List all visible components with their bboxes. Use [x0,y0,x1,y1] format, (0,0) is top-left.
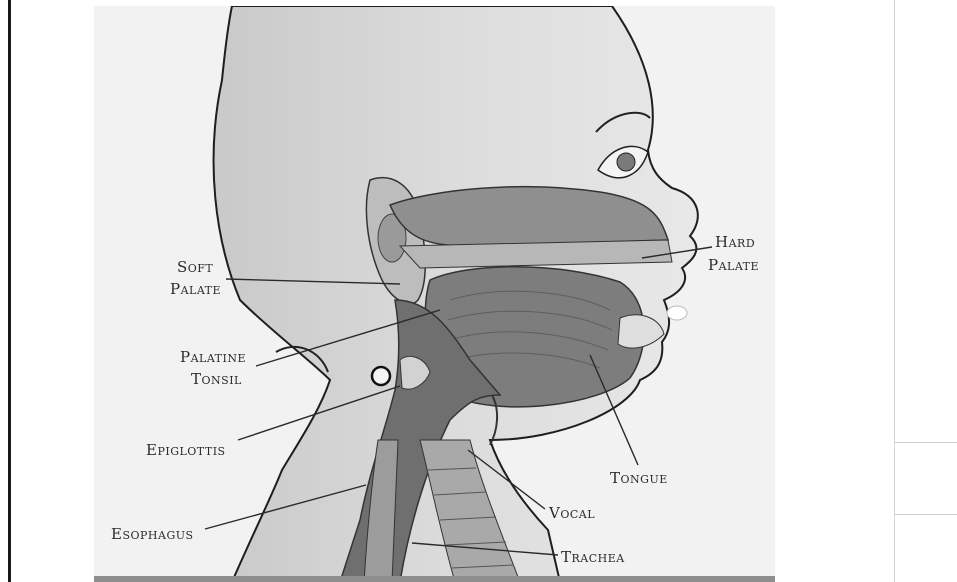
label-esophagus: ESOPHAGUS [111,525,194,543]
panel-divider [895,442,957,443]
label-palatine-tonsil: PALATINE [180,348,246,366]
label-soft-palate: PALATE [170,280,221,298]
label-hard-palate: PALATE [708,256,759,274]
right-side-panel [894,0,957,582]
figure-bottom-scrollbar[interactable] [94,576,775,582]
label-tongue: TONGUE [610,469,668,487]
panel-divider [895,514,957,515]
label-vocal-fold: VOCAL [548,504,595,522]
window-left-border [8,0,11,582]
label-trachea: TRACHEA [561,548,625,566]
label-hard-palate: HARD [715,233,755,251]
label-palatine-tonsil: TONSIL [191,370,242,388]
throat-anatomy-diagram: SOFT PALATE PALATINE TONSIL EPIGLOTTIS E… [94,6,775,582]
label-epiglottis: EPIGLOTTIS [146,441,226,459]
label-soft-palate: SOFT [177,258,213,276]
anatomy-figure: SOFT PALATE PALATINE TONSIL EPIGLOTTIS E… [94,6,775,582]
